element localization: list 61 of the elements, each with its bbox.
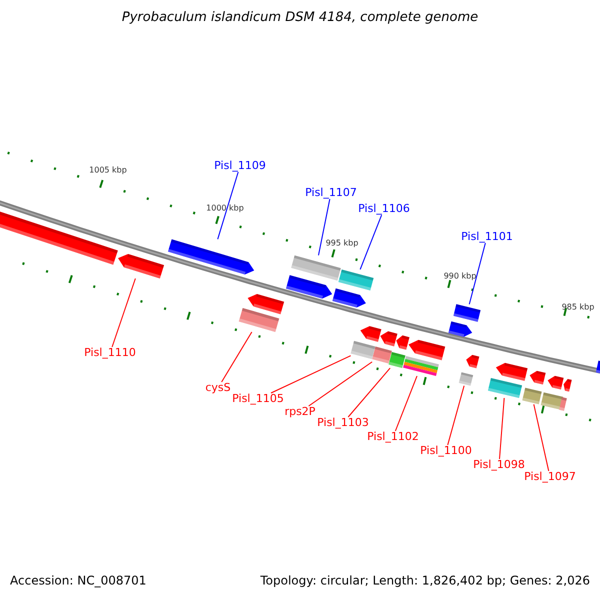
gene-box xyxy=(350,340,376,360)
gene-label: rps2P xyxy=(284,406,316,418)
gene-box xyxy=(372,346,392,364)
gene-label: Pisl_1105 xyxy=(232,392,284,406)
gene-block xyxy=(332,288,366,308)
gene-label: Pisl_1097 xyxy=(524,470,576,484)
gene-label: Pisl_1107 xyxy=(305,186,357,200)
gene-block xyxy=(168,239,254,275)
leader-line xyxy=(221,332,252,382)
scale-label: 990 kbp xyxy=(444,272,476,282)
leader-line xyxy=(318,198,330,256)
leader-line xyxy=(308,361,373,406)
leader-line xyxy=(112,278,136,348)
accession-text: Accession: NC_008701 xyxy=(10,574,146,588)
leader-line xyxy=(533,404,550,472)
gene-block xyxy=(286,275,332,299)
leader-line xyxy=(468,242,486,305)
gene-label: cysS xyxy=(205,382,231,394)
scale-label: 1005 kbp xyxy=(89,166,127,176)
gene-block xyxy=(396,335,410,350)
gene-label: Pisl_1100 xyxy=(420,444,472,458)
gene-block xyxy=(564,379,572,392)
leader-line xyxy=(499,398,505,460)
gene-block xyxy=(380,331,398,346)
scale-label: 985 kbp xyxy=(562,304,594,312)
leader-line xyxy=(394,376,418,432)
gene-label: Pisl_1110 xyxy=(84,346,136,360)
gene-block xyxy=(530,370,546,385)
leader-line xyxy=(360,214,382,270)
gene-box xyxy=(453,304,481,322)
gene-block xyxy=(596,360,600,374)
gene-block xyxy=(0,210,118,265)
scale-label: 1000 kbp xyxy=(206,204,244,214)
genome-info-text: Topology: circular; Length: 1,826,402 bp; Genes: 2,026 xyxy=(260,574,590,588)
gene-block xyxy=(360,326,382,342)
gene-block xyxy=(118,254,164,279)
gene-block xyxy=(466,354,480,368)
gene-box xyxy=(559,397,567,411)
gene-box xyxy=(458,372,474,386)
gene-box xyxy=(540,392,564,410)
gene-label: Pisl_1109 xyxy=(214,160,266,172)
leader-line xyxy=(217,172,239,240)
gene-box xyxy=(238,308,280,332)
gene-label: Pisl_1102 xyxy=(367,430,419,444)
gene-block xyxy=(248,294,284,314)
gene-box xyxy=(522,388,542,404)
gene-label: Pisl_1106 xyxy=(358,202,410,216)
gene-box xyxy=(291,255,341,281)
title: Pyrobaculum islandicum DSM 4184, complete genome xyxy=(122,10,478,26)
gene-label: Pisl_1103 xyxy=(317,416,369,430)
leader-line xyxy=(447,385,465,446)
leader-line xyxy=(348,368,391,418)
gene-label: Pisl_1101 xyxy=(461,230,513,244)
gene-box xyxy=(388,352,406,368)
gene-box xyxy=(403,356,439,376)
leader-line xyxy=(270,355,352,394)
gene-box xyxy=(338,269,374,291)
gene-label: Pisl_1098 xyxy=(473,458,525,472)
scale-label: 995 kbp xyxy=(326,240,358,248)
gene-box xyxy=(488,378,522,398)
gene-block xyxy=(448,321,472,337)
